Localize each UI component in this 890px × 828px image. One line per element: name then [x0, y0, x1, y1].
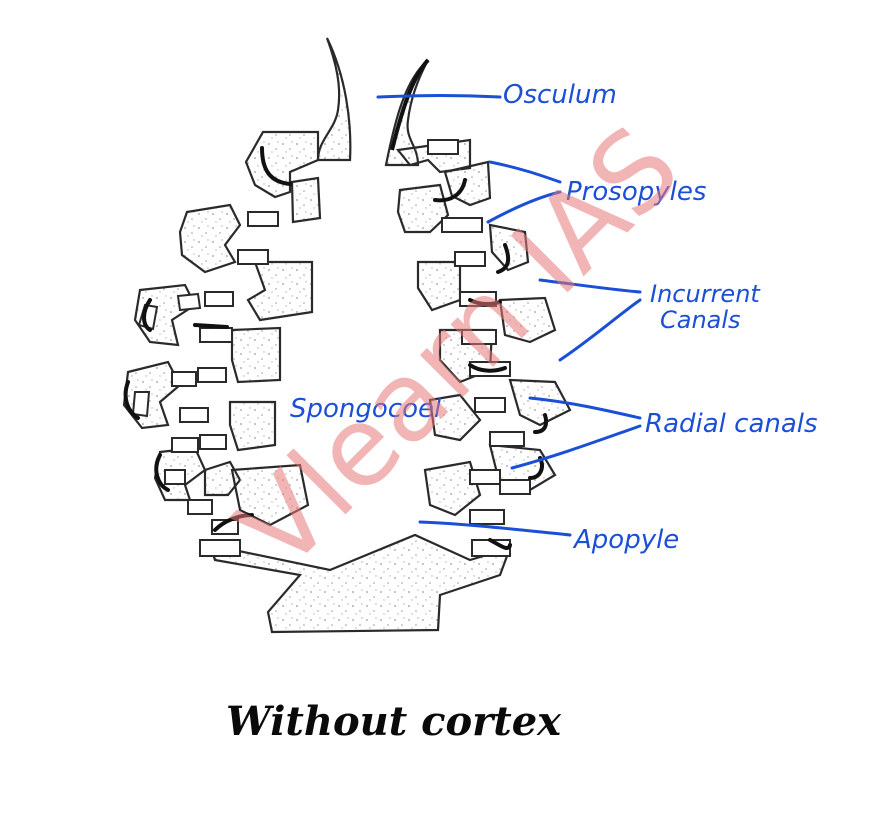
incurrent-label-line1: Incurrent	[650, 280, 761, 308]
radial-leader-top	[528, 396, 642, 420]
apopyle-leader	[418, 520, 572, 537]
incurrent-leader-top	[538, 278, 642, 294]
prosopyles-leader-top	[488, 160, 562, 184]
labels: Osculum Prosopyles Incurrent Canals Spon…	[290, 80, 818, 555]
dark-canal-walls	[123, 146, 549, 550]
incurrent-leader-bottom	[558, 298, 642, 362]
incurrent-label-line2: Canals	[660, 306, 741, 334]
spongocoel-label: Spongocoel	[290, 394, 442, 424]
osculum-leader	[376, 94, 502, 99]
caption: Without cortex	[226, 698, 562, 745]
sponge-base	[208, 533, 512, 634]
leader-lines	[376, 94, 642, 537]
apopyle-label: Apopyle	[572, 525, 679, 555]
prosopyles-label: Prosopyles	[566, 177, 706, 207]
radial-leader-bottom	[510, 424, 642, 470]
osculum-left-wall	[316, 37, 352, 162]
prosopyles-leader-bottom	[486, 190, 562, 224]
osculum-label: Osculum	[503, 80, 617, 110]
radial-canals-label: Radial canals	[645, 409, 818, 439]
right-body-lobes	[395, 138, 572, 517]
left-canal-chambers	[131, 211, 279, 557]
